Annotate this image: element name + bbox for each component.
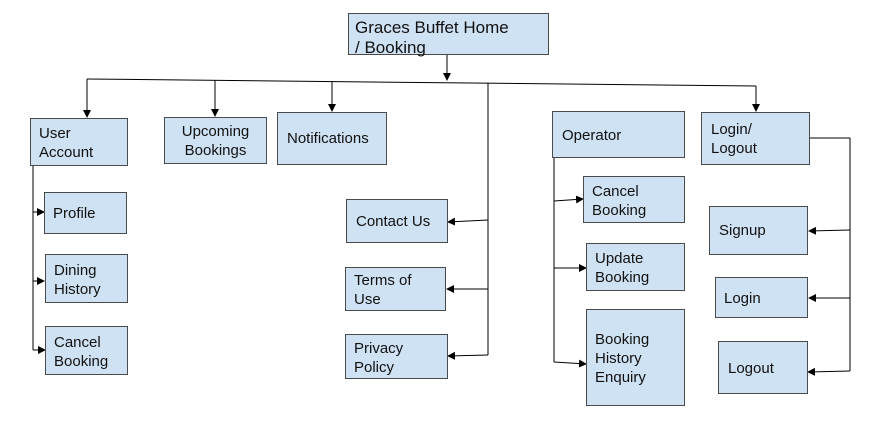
upcoming-bookings-node: Upcoming Bookings	[164, 117, 267, 164]
signup-node: Signup	[709, 206, 808, 255]
booking-history-enquiry-node: Booking History Enquiry	[586, 309, 685, 406]
privacy-policy-node: Privacy Policy	[345, 334, 448, 379]
root-node: Graces Buffet Home / Booking	[348, 13, 549, 57]
operator-node: Operator	[552, 111, 685, 158]
contact-us-node: Contact Us	[346, 199, 448, 243]
logout-node: Logout	[718, 341, 808, 394]
user-account-node: User Account	[30, 118, 128, 166]
cancel-booking-user-node: Cancel Booking	[45, 326, 128, 375]
login-logout-node: Login/ Logout	[701, 112, 810, 165]
dining-history-node: Dining History	[45, 254, 128, 303]
login-node: Login	[715, 277, 808, 318]
terms-of-use-node: Terms of Use	[345, 267, 446, 311]
update-booking-node: Update Booking	[586, 243, 685, 291]
profile-node: Profile	[44, 192, 127, 234]
notifications-node: Notifications	[277, 112, 387, 165]
cancel-booking-operator-node: Cancel Booking	[583, 176, 685, 223]
